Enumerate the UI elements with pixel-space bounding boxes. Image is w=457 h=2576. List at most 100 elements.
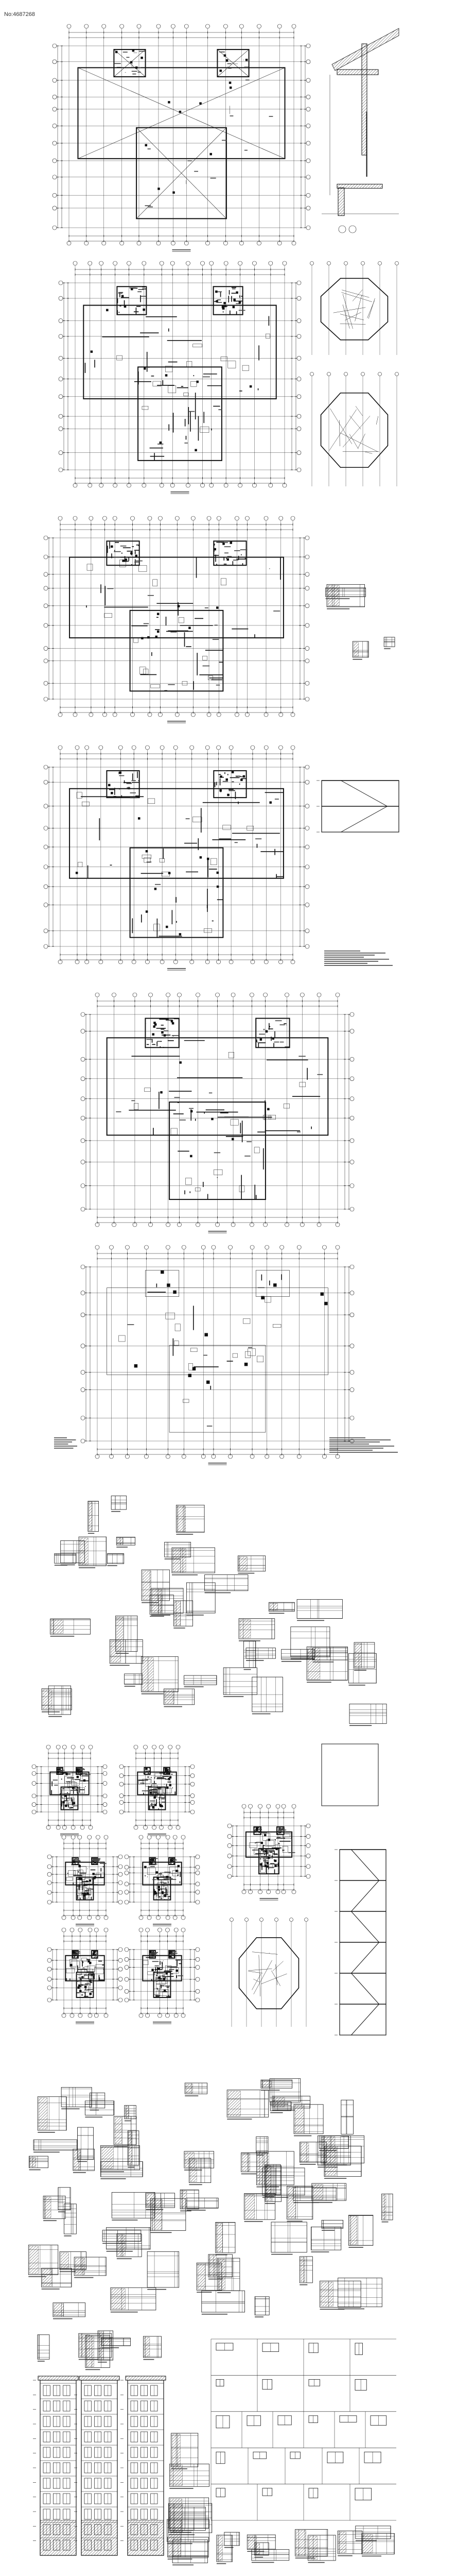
fixture	[158, 1888, 167, 1893]
axis-bubble	[130, 516, 135, 521]
structural-column	[274, 1865, 277, 1867]
axis-bubble	[239, 24, 244, 29]
detail-drawing	[271, 2222, 307, 2255]
axis-bubble	[195, 1854, 200, 1859]
axis-bubble	[296, 467, 302, 472]
note-line	[329, 1444, 369, 1445]
axis-bubble	[291, 24, 296, 29]
axis-bubble	[349, 1096, 355, 1101]
text-mark	[131, 71, 137, 72]
fixture	[116, 355, 122, 361]
fixture	[61, 1790, 71, 1794]
hip-line	[114, 63, 130, 77]
axis-bubble	[46, 1744, 51, 1750]
structural-column	[128, 787, 130, 790]
hip-line	[233, 49, 249, 63]
hatched-section	[198, 2264, 205, 2290]
text-mark	[228, 67, 232, 69]
detail-outline	[78, 1536, 107, 1566]
axis-bubble	[127, 261, 131, 266]
text-mark	[274, 799, 279, 800]
axis-bubble	[80, 1438, 85, 1444]
text-mark	[145, 205, 151, 207]
text-mark	[57, 1768, 61, 1769]
fixture	[245, 1351, 251, 1358]
axis-bubble	[349, 1057, 355, 1062]
structural-column	[145, 144, 148, 147]
fixture	[68, 1782, 77, 1787]
detail-drawing	[348, 2215, 374, 2248]
fixture	[169, 1866, 178, 1874]
text-mark	[170, 631, 177, 633]
note-line	[329, 1442, 380, 1443]
structural-column	[76, 1775, 79, 1778]
detail-line	[349, 434, 359, 449]
hatched-section	[308, 1648, 321, 1680]
fixture	[80, 1985, 89, 1992]
axis-bubble	[306, 206, 311, 211]
hatched-section	[74, 2150, 81, 2170]
hatched-section	[242, 2154, 250, 2171]
axis-bubble	[296, 296, 302, 301]
detail-caption	[348, 2247, 363, 2248]
structural-column	[199, 102, 202, 105]
axis-bubble	[159, 261, 164, 266]
detail-caption	[29, 2169, 41, 2171]
text-mark	[233, 560, 238, 561]
detail-drawing	[43, 2195, 66, 2222]
fixture	[68, 1803, 75, 1807]
fixture	[190, 1348, 198, 1352]
structural-column	[152, 1806, 155, 1809]
structural-column	[80, 1877, 83, 1880]
axis-bubble	[87, 1835, 92, 1840]
detail-line	[352, 290, 363, 301]
text-mark	[240, 549, 248, 550]
exterior-wall	[217, 49, 250, 78]
hatched-section	[44, 2197, 51, 2218]
fixture	[214, 1169, 223, 1175]
detail-drawing	[106, 2227, 151, 2252]
detail-outline	[41, 1688, 72, 1710]
detail-drawing	[33, 2139, 77, 2153]
fixture	[283, 1846, 288, 1853]
text-mark	[279, 1041, 284, 1043]
text-mark	[236, 775, 241, 777]
structural-column	[232, 306, 235, 309]
text-mark	[169, 1878, 173, 1879]
structural-column	[65, 1773, 68, 1775]
axis-bubble	[223, 261, 228, 266]
fixture	[159, 858, 165, 862]
detail-caption	[85, 2116, 103, 2118]
axis-bubble	[349, 1115, 355, 1121]
roof-plan	[52, 24, 311, 252]
axis-bubble	[190, 1782, 195, 1787]
axis-bubble	[52, 94, 57, 99]
text-mark	[185, 818, 190, 820]
cornice	[38, 2376, 79, 2381]
detail-outline	[223, 1667, 257, 1695]
axis-bubble	[306, 1823, 311, 1828]
text-mark	[52, 1780, 58, 1781]
axis-bubble	[96, 1835, 100, 1840]
axis-bubble	[124, 1854, 129, 1859]
axis-bubble	[80, 1076, 85, 1081]
core-plan-b	[119, 1744, 195, 1836]
hatched-section	[218, 2259, 225, 2290]
drawing-title	[60, 1834, 79, 1835]
fixture	[84, 1967, 90, 1972]
fixture	[119, 560, 126, 567]
axis-bubble	[305, 804, 310, 809]
hatched-section	[301, 2257, 305, 2282]
text-mark	[58, 1771, 63, 1772]
structural-column	[256, 1827, 259, 1829]
detail-caption	[42, 1711, 60, 1713]
text-mark	[83, 1974, 88, 1976]
axis-bubble	[227, 1834, 232, 1839]
axis-bubble	[47, 1890, 52, 1895]
axis-bubble	[200, 261, 205, 266]
note-line	[329, 1452, 398, 1453]
axis-bubble	[186, 261, 190, 266]
axis-bubble	[285, 992, 289, 997]
fixture	[265, 1840, 274, 1846]
detail-drawing	[312, 1648, 348, 1663]
